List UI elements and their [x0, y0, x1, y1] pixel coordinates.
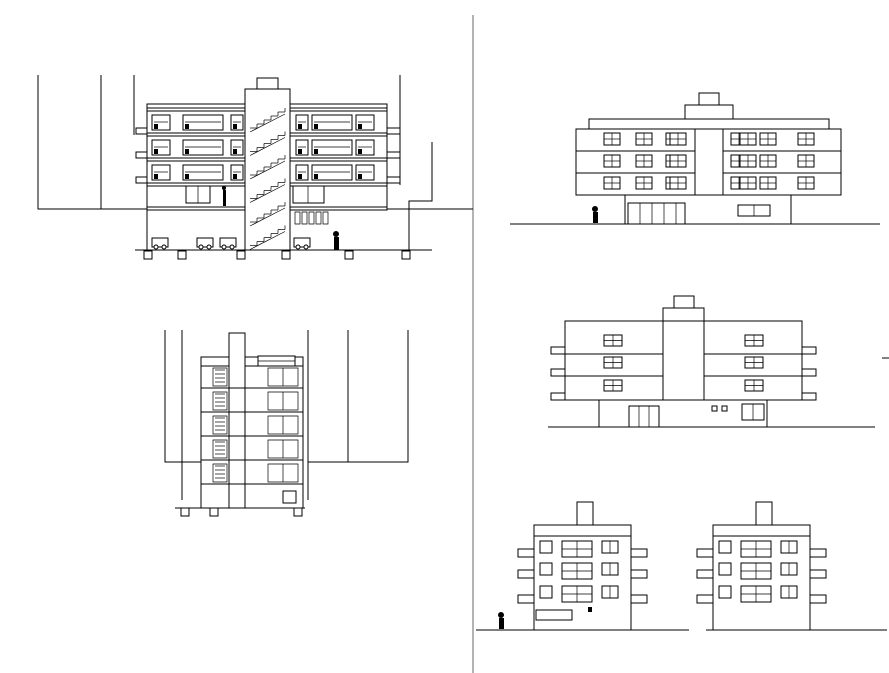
front-elevation [510, 93, 880, 224]
side-elevation-right [697, 502, 826, 630]
longitudinal-section [38, 75, 473, 259]
section-stair-core [245, 89, 290, 250]
side-elevation-left [518, 502, 647, 630]
cross-stair-core [229, 333, 245, 508]
rear-elevation [548, 296, 889, 427]
cross-section [165, 330, 408, 516]
cross-body [201, 366, 303, 508]
